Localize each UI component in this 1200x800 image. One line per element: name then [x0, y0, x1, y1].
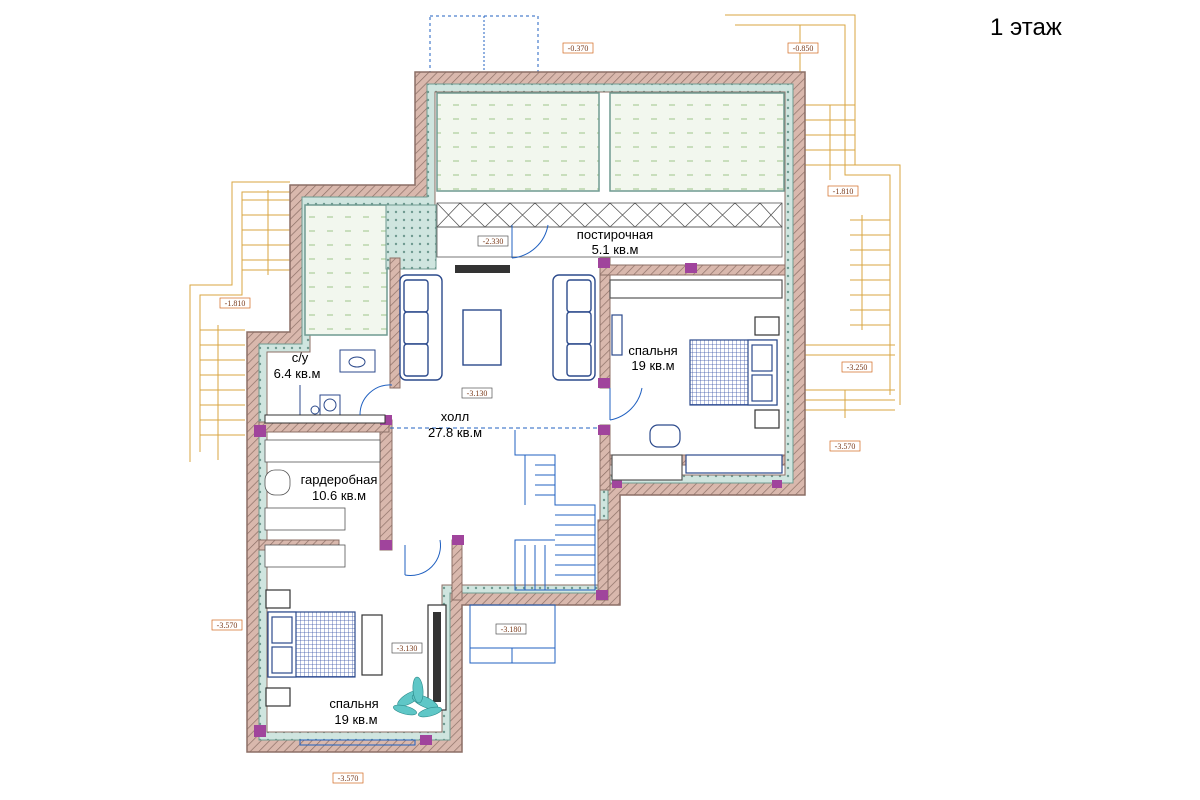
partition-accents [254, 258, 782, 745]
bathroom-fixtures [264, 349, 386, 424]
staircase [390, 427, 600, 591]
room-area: 6.4 кв.м [274, 366, 321, 381]
hall-sofas [399, 274, 596, 381]
room-area: 5.1 кв.м [592, 242, 639, 257]
bedroom-left-furniture [265, 589, 447, 711]
level-mark: -3.570 [338, 774, 359, 783]
level-mark: -0.370 [568, 44, 589, 53]
wardrobe-shelves [264, 439, 381, 568]
room-name: спальня [628, 343, 677, 358]
level-mark: -3.130 [467, 389, 488, 398]
entry-canopy [429, 15, 539, 73]
room-area: 19 кв.м [334, 712, 377, 727]
entry-steps [299, 604, 556, 746]
doors [359, 224, 643, 576]
level-markers: -0.370 -0.850 -1.810 -2.330 -1.810 -3.13… [211, 42, 873, 784]
bedroom-right-furniture [609, 279, 783, 481]
floor-title: 1 этаж [990, 14, 1062, 41]
level-mark: -0.850 [793, 44, 814, 53]
room-name: постирочная [577, 227, 653, 242]
level-mark: -3.180 [501, 625, 522, 634]
planters [304, 92, 785, 336]
level-mark: -1.810 [225, 299, 246, 308]
room-area: 27.8 кв.м [428, 425, 482, 440]
level-mark: -3.570 [217, 621, 238, 630]
room-name: холл [441, 409, 469, 424]
room-labels: постирочная 5.1 кв.м спальня 19 кв.м с/у… [274, 227, 678, 727]
room-name: спальня [329, 696, 378, 711]
room-area: 10.6 кв.м [312, 488, 366, 503]
level-mark: -3.570 [835, 442, 856, 451]
level-mark: -3.250 [847, 363, 868, 372]
level-mark: -3.130 [397, 644, 418, 653]
level-mark: -2.330 [483, 237, 504, 246]
room-name: гардеробная [301, 472, 378, 487]
level-mark: -1.810 [833, 187, 854, 196]
room-name: с/у [292, 350, 309, 365]
plant-icon [393, 676, 442, 718]
terrace-stairs [189, 14, 901, 462]
tv-unit [455, 265, 510, 273]
laundry-shelves [436, 202, 783, 258]
room-area: 19 кв.м [631, 358, 674, 373]
